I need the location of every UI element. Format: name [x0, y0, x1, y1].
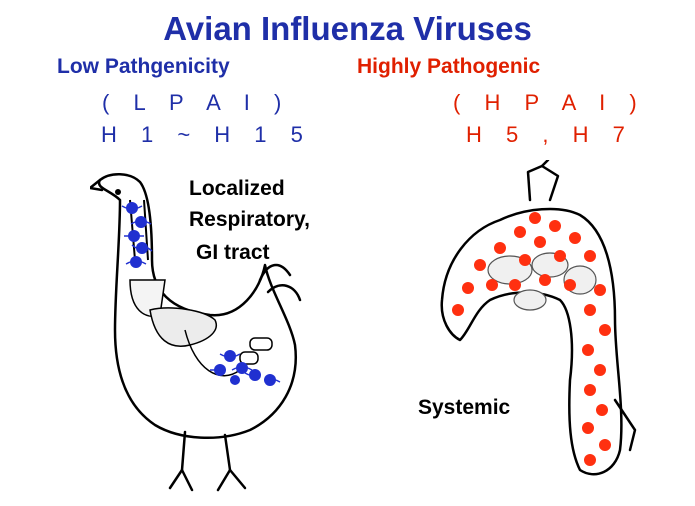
hpai-abbreviation: ( H P A I ) [453, 90, 646, 115]
hpai-plucked-bird-illustration [440, 160, 637, 476]
lpai-virus-cluster [126, 202, 276, 386]
hpai-subtypes: H 5 , H 7 [466, 122, 634, 147]
lpai-site-line-1: Localized [189, 177, 285, 200]
lpai-chicken-illustration [90, 173, 302, 492]
hpai-site-label: Systemic [418, 396, 511, 419]
lpai-site-line-2: Respiratory, [189, 208, 310, 231]
hpai-virus-cluster [452, 212, 611, 466]
hpai-heading: Highly Pathogenic [357, 55, 541, 78]
lpai-subtypes: H 1 ~ H 1 5 [101, 122, 312, 147]
lpai-abbreviation: ( L P A I ) [102, 90, 291, 115]
lpai-site-line-3: GI tract [196, 241, 270, 264]
page-title: Avian Influenza Viruses [163, 10, 532, 47]
lpai-heading: Low Pathgenicity [57, 55, 230, 78]
